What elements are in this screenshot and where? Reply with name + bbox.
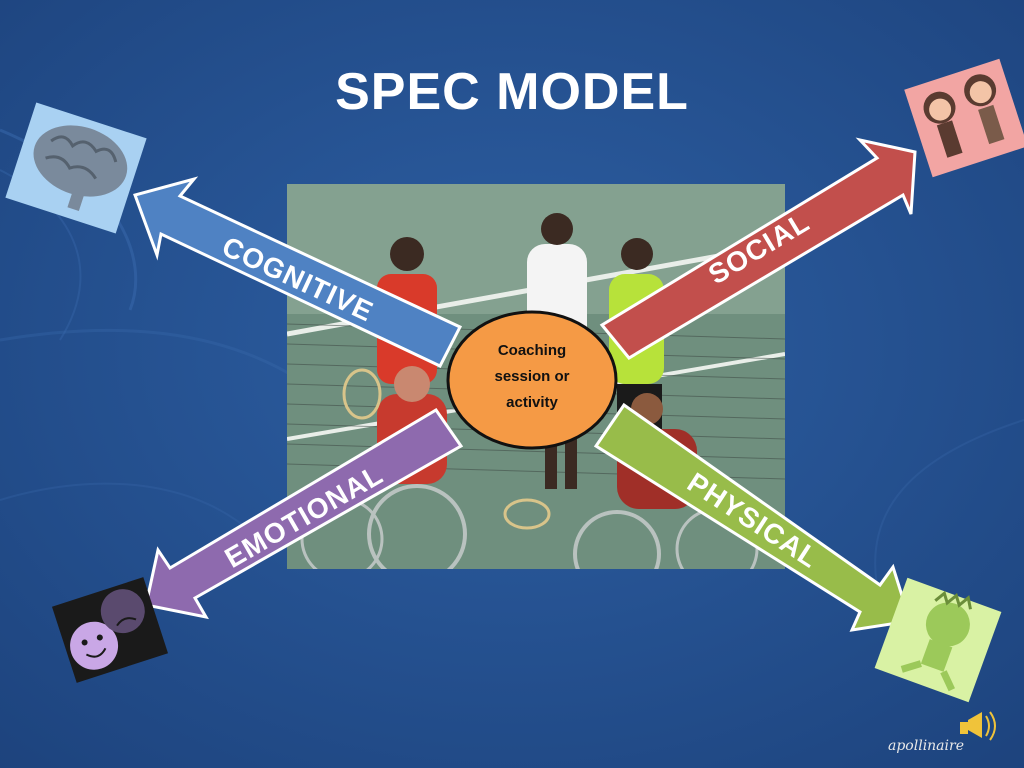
brain-icon: [5, 102, 147, 234]
megaphone-icon: [960, 711, 996, 741]
friends-icon: [904, 58, 1024, 178]
center-label: Coaching session or activity: [448, 338, 616, 416]
cognitive-arrow: COGNITIVE: [133, 176, 463, 368]
emotional-label: EMOTIONAL: [220, 458, 389, 573]
physical-arrow: PHYSICAL: [593, 402, 912, 632]
slide-title: SPEC MODEL: [335, 63, 689, 121]
center-label-text: Coaching session or activity: [494, 342, 570, 411]
center-oval: [446, 310, 618, 450]
happy-sad-faces-icon: [51, 577, 169, 683]
logo-text: apollinaire: [888, 738, 964, 754]
running-child-icon: [874, 577, 1002, 703]
emotional-arrow: EMOTIONAL: [144, 407, 464, 620]
social-arrow: SOCIAL: [599, 137, 917, 360]
physical-label: PHYSICAL: [682, 466, 824, 573]
